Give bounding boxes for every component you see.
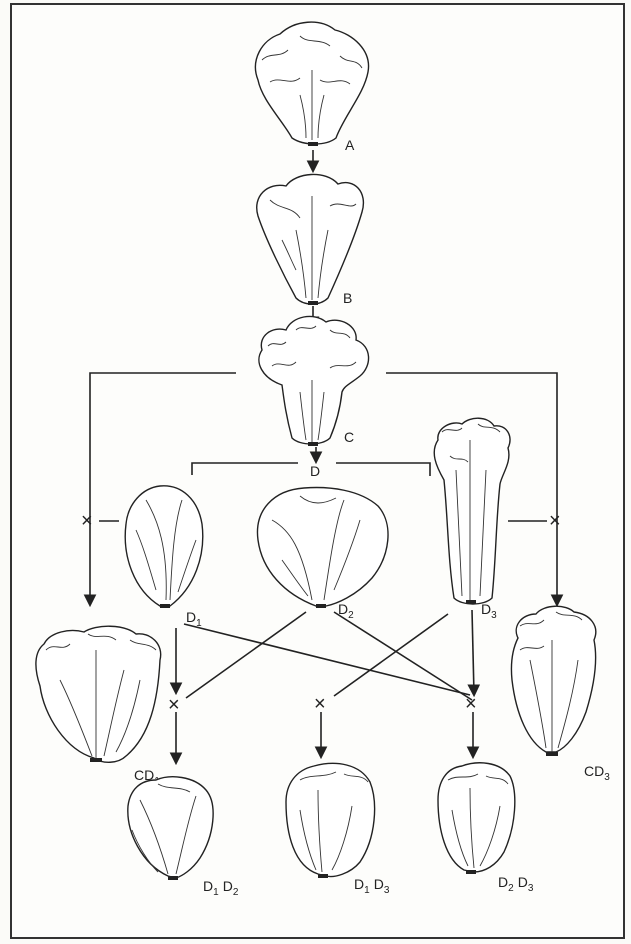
- label-a: A: [345, 137, 355, 153]
- cross-c-d1-symbol: ×: [81, 510, 93, 532]
- label-cd3: CD3: [584, 763, 610, 783]
- cross-d2d3-symbol: ×: [465, 693, 477, 715]
- label-d: D: [310, 463, 320, 479]
- cross-d1-symbol: ×: [168, 694, 180, 716]
- cabbage-c: [259, 316, 369, 446]
- d-bracket-left: [192, 463, 298, 475]
- cabbage-d1d2: [128, 777, 213, 880]
- cross-d1d3-symbol: ×: [314, 693, 326, 715]
- line-d1-to-d2d3-cross: [184, 624, 470, 695]
- cabbage-d1: [125, 486, 203, 608]
- label-b: B: [343, 290, 352, 306]
- cabbage-a: [255, 22, 368, 146]
- cabbage-cd1: [36, 626, 161, 762]
- cabbage-b: [257, 174, 364, 305]
- cabbage-d2: [257, 488, 388, 608]
- label-d2: D2: [338, 601, 354, 621]
- d-bracket-right: [336, 463, 430, 476]
- line-d3-to-d1d3-cross: [334, 614, 448, 696]
- cabbage-d2d3: [438, 763, 515, 874]
- cabbage-d3: [434, 418, 510, 604]
- line-d2-to-cd1-cross: [186, 612, 306, 698]
- label-d3: D3: [481, 601, 497, 621]
- cabbage-d1d3: [286, 763, 375, 878]
- line-d2-to-d2d3-cross: [334, 612, 472, 700]
- cross-c-d3-symbol: ×: [549, 510, 561, 532]
- line-d3-down: [472, 610, 474, 694]
- label-c: C: [344, 429, 354, 445]
- cabbage-cd3: [511, 606, 595, 756]
